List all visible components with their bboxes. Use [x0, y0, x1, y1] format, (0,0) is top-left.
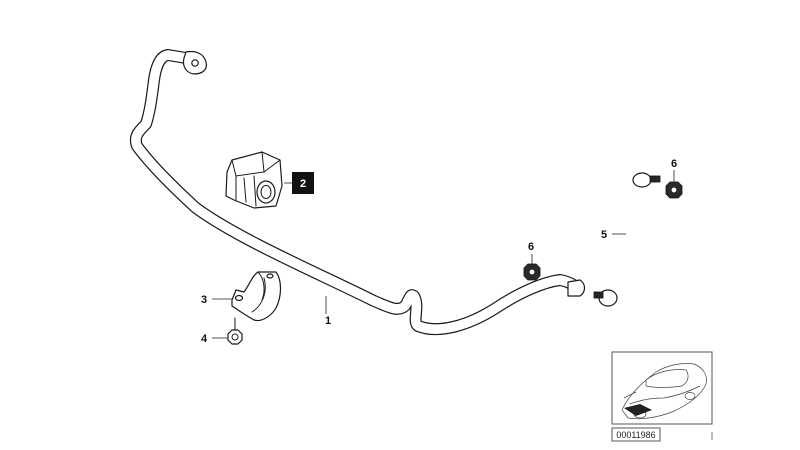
callout-4[interactable]: 4	[201, 333, 208, 345]
stabilizer-bracket[interactable]	[231, 271, 282, 322]
callout-6-lower[interactable]: 6	[528, 241, 534, 253]
rubber-mounting[interactable]	[225, 151, 283, 209]
diagram-number: 00011986	[616, 430, 655, 440]
callout-5[interactable]: 5	[601, 229, 607, 241]
callout-6-upper[interactable]: 6	[671, 158, 677, 170]
leader-lines	[212, 170, 675, 339]
callout-2[interactable]: 2	[292, 172, 314, 194]
stabilizer-link[interactable]	[593, 172, 661, 307]
vehicle-locator-thumbnail: 00011986	[611, 351, 713, 442]
stabilizer-bar[interactable]	[129, 49, 586, 336]
callout-3[interactable]: 3	[201, 294, 207, 306]
callout-1[interactable]: 1	[325, 315, 331, 327]
hex-nut-upper[interactable]	[665, 181, 683, 199]
collar-nut[interactable]	[227, 317, 243, 345]
hex-nut-lower[interactable]	[523, 263, 541, 281]
svg-text:2: 2	[300, 178, 306, 190]
